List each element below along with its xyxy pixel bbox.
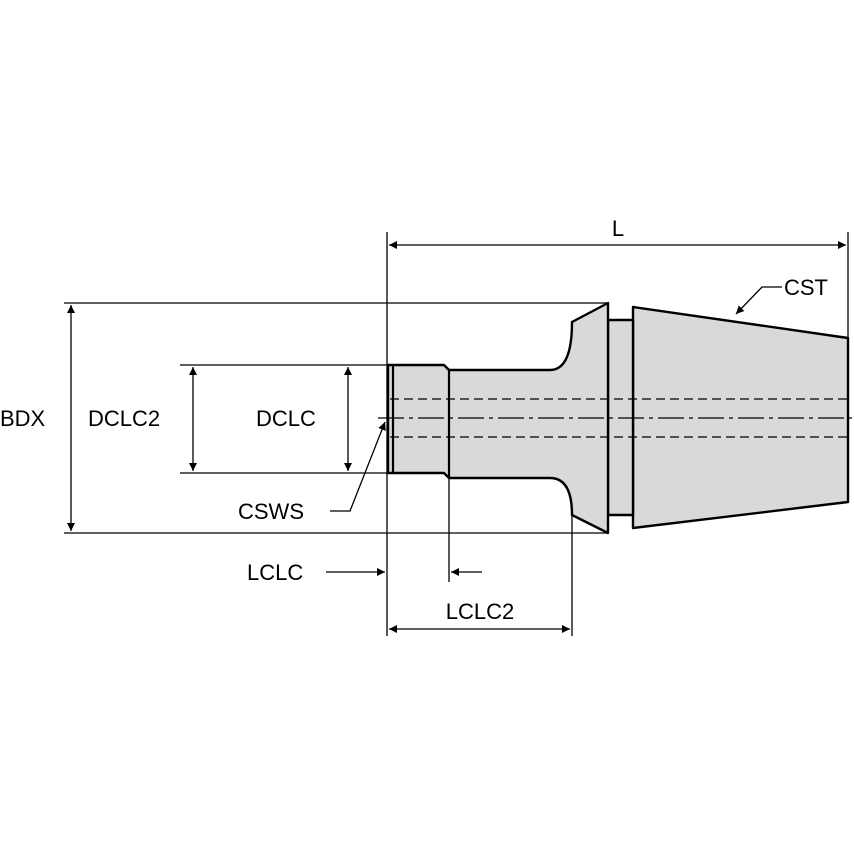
dimension-cst: CST bbox=[735, 275, 828, 315]
label-bdx: BDX bbox=[0, 406, 46, 431]
dimension-lclc: LCLC bbox=[247, 560, 482, 585]
label-cst: CST bbox=[784, 275, 828, 300]
dimension-dclc: DCLC bbox=[256, 367, 352, 471]
dimension-l: L bbox=[389, 216, 846, 249]
dimension-dclc2: DCLC2 bbox=[88, 367, 197, 471]
dimension-csws: CSWS bbox=[238, 421, 386, 524]
label-lclc2: LCLC2 bbox=[446, 599, 514, 624]
leader-csws bbox=[330, 421, 386, 512]
label-dclc: DCLC bbox=[256, 406, 316, 431]
leader-cst bbox=[735, 286, 782, 315]
label-lclc: LCLC bbox=[247, 560, 303, 585]
tool-holder-body bbox=[378, 301, 852, 535]
dimension-bdx: BDX bbox=[0, 305, 75, 531]
label-csws: CSWS bbox=[238, 499, 304, 524]
extension-lines bbox=[64, 232, 849, 636]
dimension-lclc2: LCLC2 bbox=[389, 599, 570, 633]
label-l: L bbox=[612, 216, 624, 241]
label-dclc2: DCLC2 bbox=[88, 406, 160, 431]
